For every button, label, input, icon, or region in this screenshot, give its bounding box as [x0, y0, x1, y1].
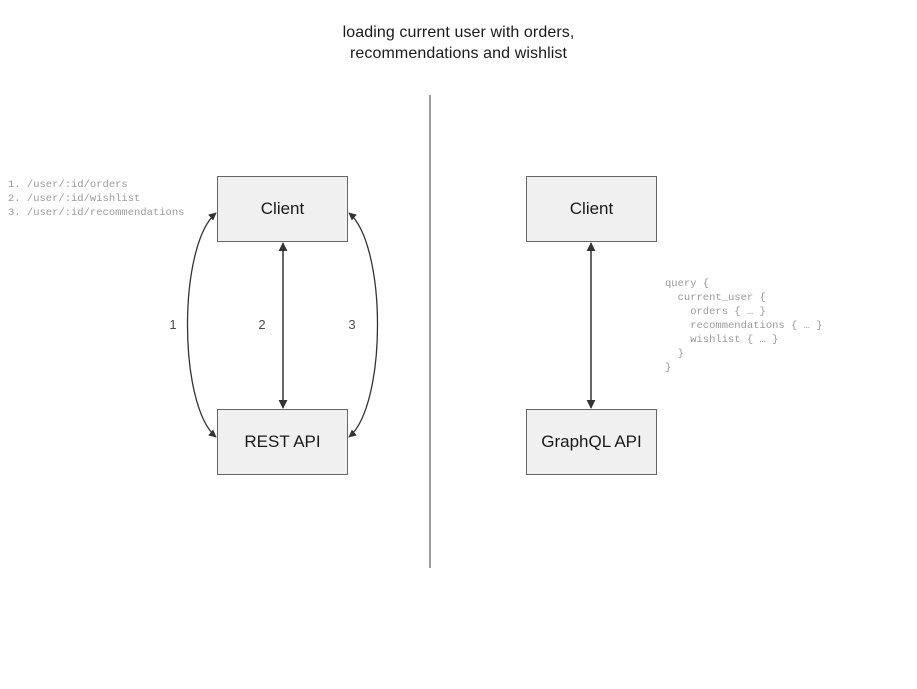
node-graphql-client-label: Client: [569, 199, 614, 218]
rest-edge-label-2: 2: [258, 317, 266, 332]
rest-endpoint-list: 1. /user/:id/orders 2. /user/:id/wishlis…: [8, 179, 185, 219]
node-rest-client-label: Client: [260, 199, 305, 218]
node-graphql-api-label: GraphQL API: [541, 432, 642, 451]
diagram-title-line-2: recommendations and wishlist: [349, 45, 568, 62]
rest-edge-label-3: 3: [348, 317, 356, 332]
node-rest-client[interactable]: Client: [217, 176, 348, 242]
diagram-title-line-1: loading current user with orders,: [342, 24, 575, 41]
node-rest-api[interactable]: REST API: [217, 409, 348, 475]
rest-edge-1: [186, 212, 217, 438]
node-rest-api-label: REST API: [244, 432, 321, 451]
node-graphql-client[interactable]: Client: [526, 176, 657, 242]
graphql-query-snippet: query { current_user { orders { … } reco…: [665, 278, 823, 374]
diagram-title: loading current user with orders, recomm…: [0, 22, 917, 64]
rest-edge-label-1: 1: [169, 317, 177, 332]
node-graphql-api[interactable]: GraphQL API: [526, 409, 657, 475]
